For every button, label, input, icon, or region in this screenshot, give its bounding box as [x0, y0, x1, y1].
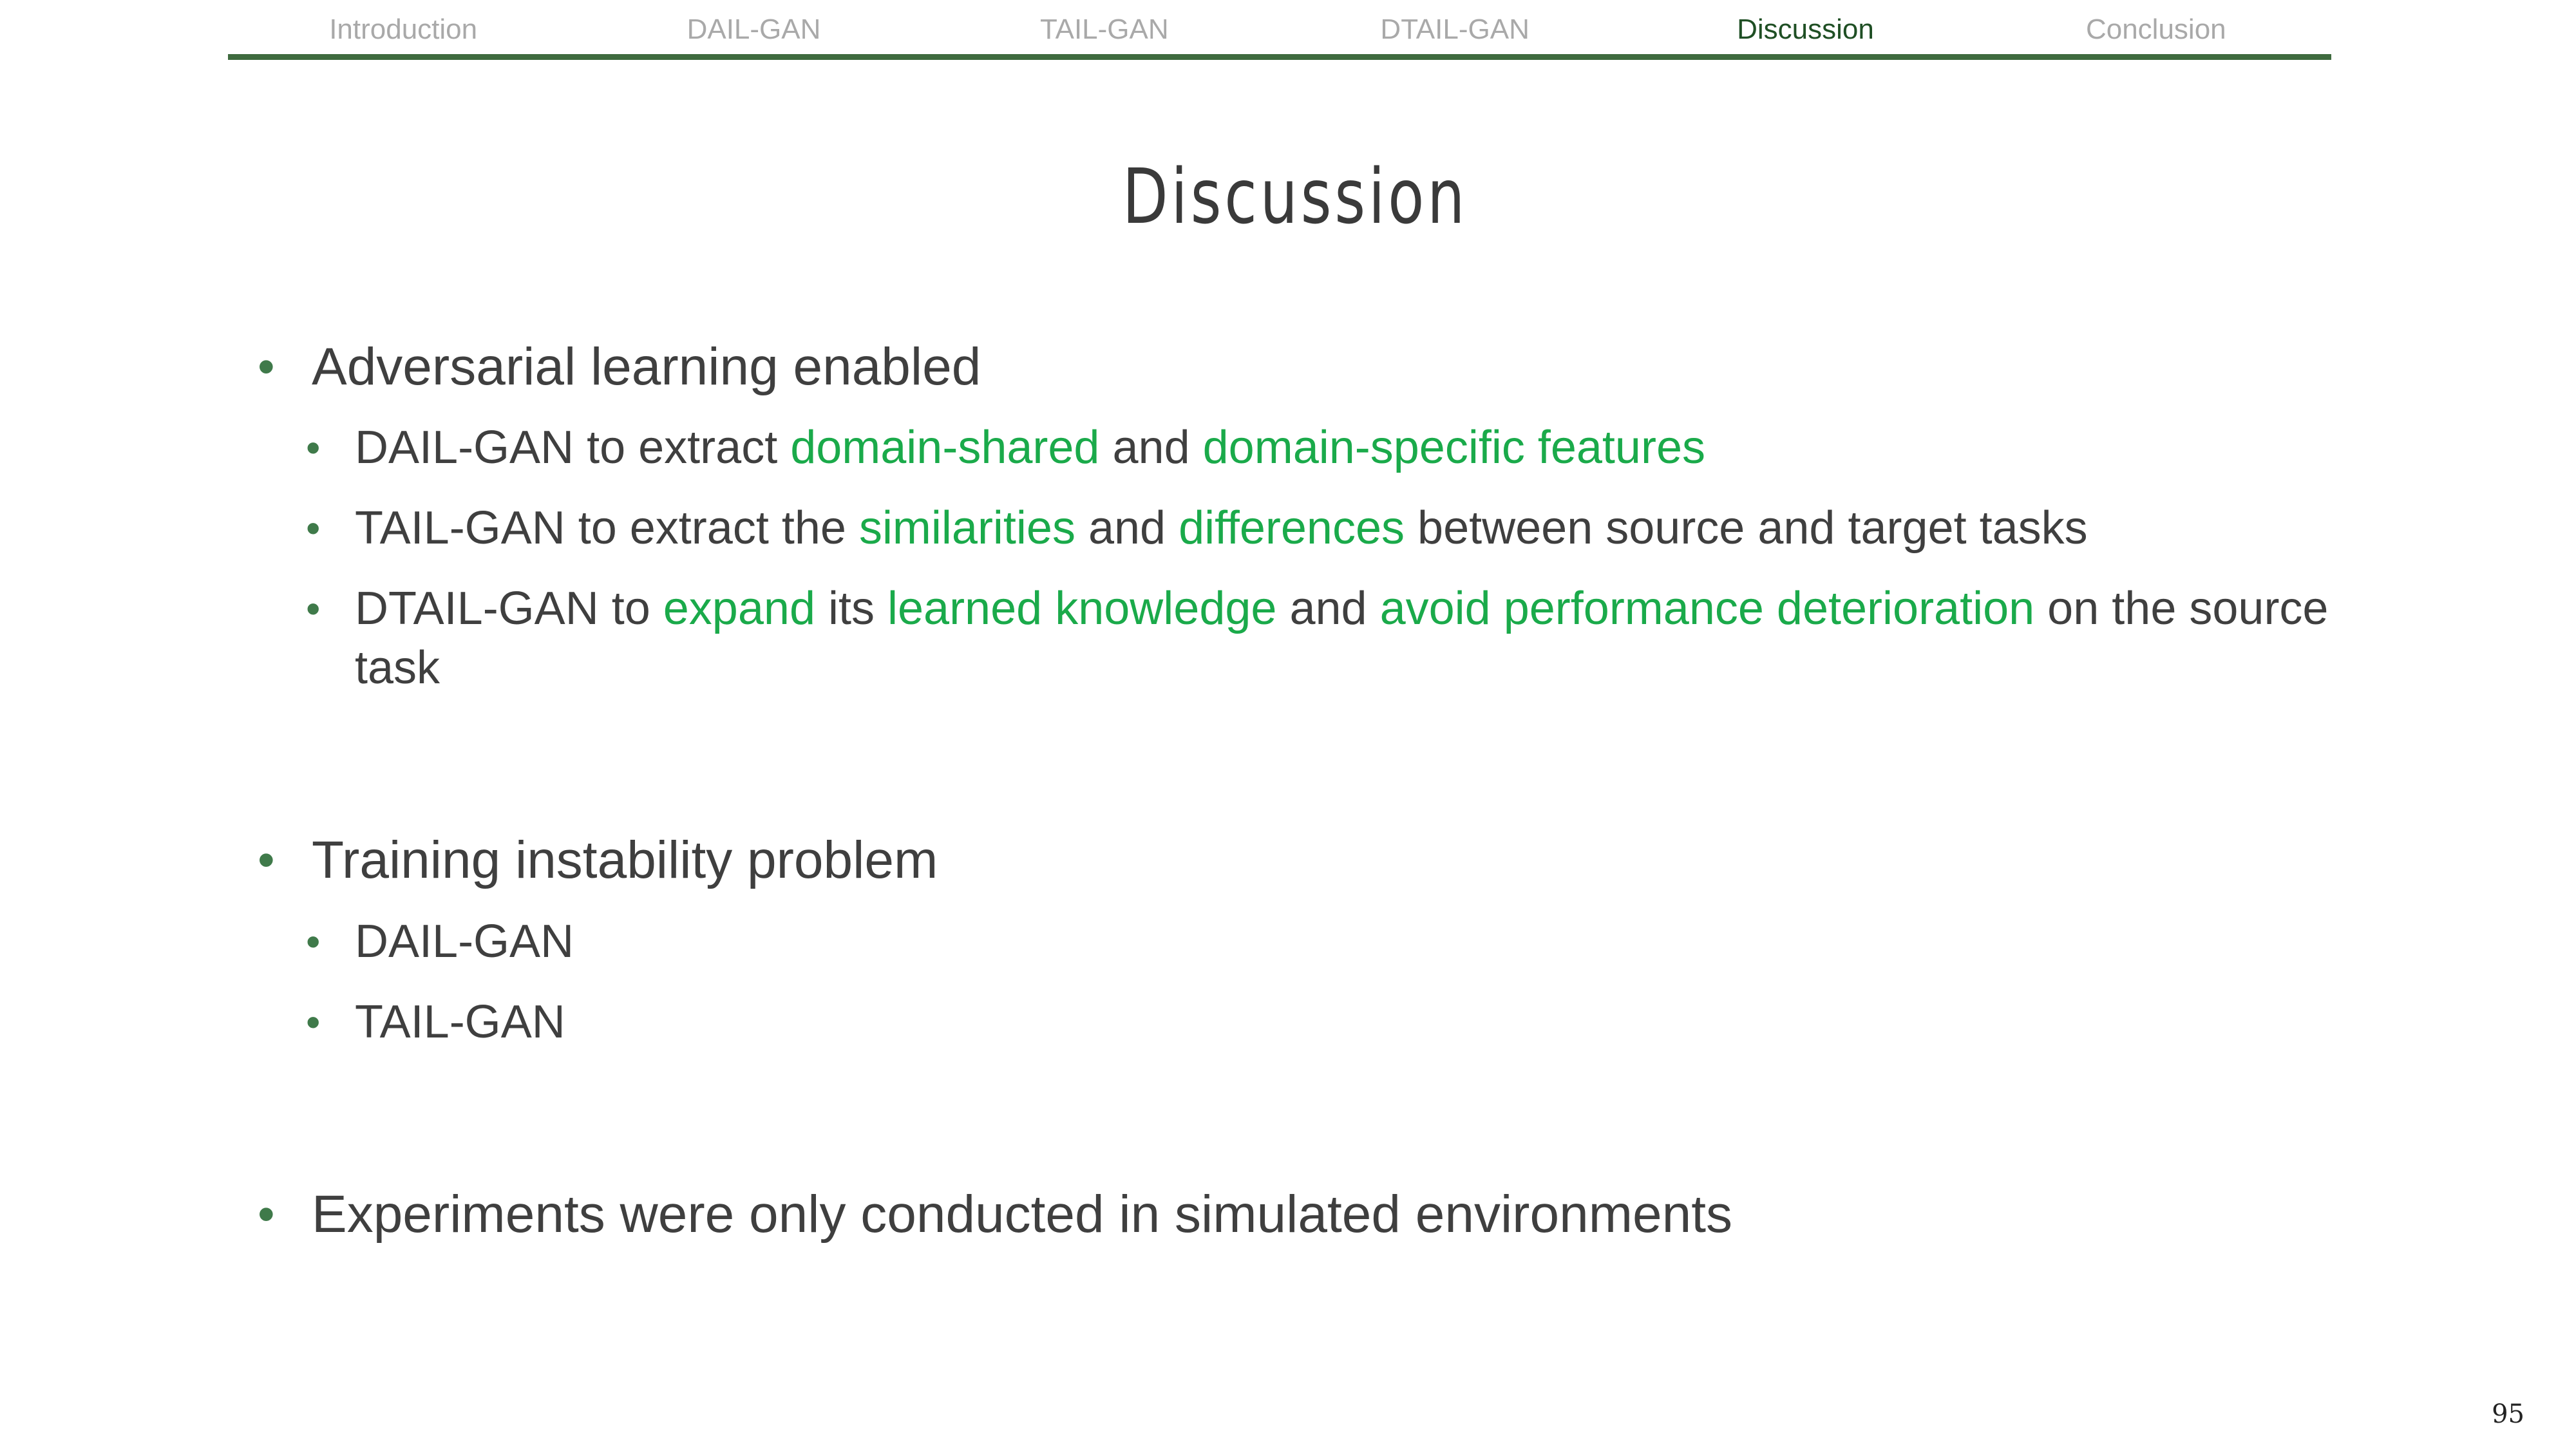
- text-segment: DTAIL-GAN to: [355, 583, 663, 634]
- sub-bullet-text: TAIL-GAN to extract the similarities and…: [355, 498, 2344, 558]
- slide-title: Discussion: [1122, 152, 1468, 241]
- text-segment: and: [1099, 422, 1203, 473]
- sub-bullet-dot: •: [306, 999, 321, 1045]
- text-segment: DAIL-GAN to extract: [355, 422, 791, 473]
- bullet-text: Adversarial learning enabled: [312, 337, 981, 396]
- sub-bullet-dot: •: [306, 918, 321, 965]
- text-segment: DAIL-GAN: [355, 916, 574, 967]
- bullet-dot: •: [258, 339, 275, 394]
- highlight-segment: avoid performance deterioration: [1379, 583, 2035, 634]
- text-segment: and: [1075, 502, 1179, 554]
- text-segment: TAIL-GAN: [355, 996, 565, 1048]
- text-segment: and: [1276, 583, 1380, 634]
- sub-bullet-item: • TAIL-GAN: [306, 992, 2344, 1052]
- sub-bullet-text: TAIL-GAN: [355, 992, 2344, 1052]
- tab-dail-gan[interactable]: DAIL-GAN: [687, 14, 821, 45]
- sub-bullet-item: • DTAIL-GAN to expand its learned knowle…: [306, 579, 2344, 697]
- text-segment: between source and target tasks: [1405, 502, 2088, 554]
- bullet-item: • Training instability problem: [258, 828, 2344, 893]
- bullet-text: Training instability problem: [312, 831, 938, 889]
- highlight-segment: similarities: [858, 502, 1075, 554]
- tab-tail-gan[interactable]: TAIL-GAN: [1039, 14, 1169, 45]
- section-nav: Introduction DAIL-GAN TAIL-GAN DTAIL-GAN…: [228, 0, 2331, 60]
- section-tabs: Introduction DAIL-GAN TAIL-GAN DTAIL-GAN…: [228, 9, 2331, 50]
- highlight-segment: differences: [1179, 502, 1405, 554]
- sub-bullet-item: • DAIL-GAN: [306, 912, 2344, 971]
- text-segment: on the source task: [355, 583, 2329, 694]
- highlight-segment: domain-shared: [790, 422, 1100, 473]
- bullet-text: Experiments were only conducted in simul…: [312, 1185, 1732, 1244]
- sub-bullet-item: • TAIL-GAN to extract the similarities a…: [306, 498, 2344, 558]
- tab-introduction[interactable]: Introduction: [329, 14, 478, 45]
- bullet-item: • Adversarial learning enabled: [258, 335, 2344, 399]
- tab-discussion[interactable]: Discussion: [1737, 14, 1874, 45]
- sub-bullet-text: DAIL-GAN: [355, 912, 2344, 971]
- highlight-segment: expand: [663, 583, 815, 634]
- highlight-segment: domain-specific features: [1202, 422, 1705, 473]
- sub-bullet-item: • DAIL-GAN to extract domain-shared and …: [306, 418, 2344, 477]
- page-number: 95: [2492, 1399, 2524, 1429]
- bullet-item: • Experiments were only conducted in sim…: [258, 1182, 2344, 1247]
- sub-bullet-dot: •: [306, 424, 321, 471]
- sub-bullet-text: DTAIL-GAN to expand its learned knowledg…: [355, 579, 2344, 697]
- tab-conclusion[interactable]: Conclusion: [2085, 14, 2226, 45]
- sub-bullet-dot: •: [306, 585, 321, 632]
- nav-divider: [228, 54, 2331, 60]
- bullet-dot: •: [258, 833, 275, 887]
- tab-dtail-gan[interactable]: DTAIL-GAN: [1380, 14, 1530, 45]
- sub-bullet-dot: •: [306, 505, 321, 551]
- text-segment: TAIL-GAN to extract the: [355, 502, 859, 554]
- text-segment: its: [815, 583, 887, 634]
- highlight-segment: learned knowledge: [887, 583, 1277, 634]
- sub-bullet-text: DAIL-GAN to extract domain-shared and do…: [355, 418, 2344, 477]
- bullet-dot: •: [258, 1187, 275, 1242]
